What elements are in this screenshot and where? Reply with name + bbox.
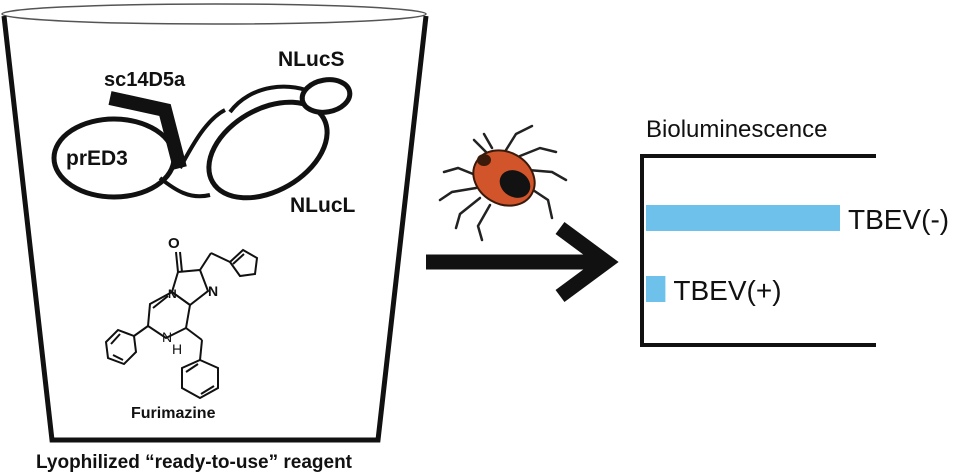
- pyrazine-ring: [146, 290, 192, 340]
- imidazole-ring: [170, 268, 210, 307]
- furimazine-label: Furimazine: [131, 405, 216, 422]
- bars-group: TBEV(-) TBEV(+): [646, 204, 949, 306]
- cup-body: [1, 15, 429, 443]
- signal-bar-label-1: TBEV(+): [673, 275, 781, 306]
- label-sc14d5a: sc14D5a: [104, 69, 186, 91]
- tick-capitulum: [477, 154, 491, 166]
- signal-bar-1: [646, 276, 666, 302]
- bioluminescence-panel: Bioluminescence TBEV(-) TBEV(+): [640, 116, 949, 347]
- phenyl-ring-left: [104, 328, 138, 366]
- signal-bar-0: [646, 205, 840, 231]
- sc14d5a-domain: [108, 91, 187, 170]
- atom-h-amine: H: [172, 341, 182, 357]
- atom-o-carbonyl: O: [168, 235, 180, 252]
- cup-caption: Lyophilized “ready-to-use” reagent: [36, 452, 353, 473]
- atom-n-bridge: N: [168, 287, 177, 301]
- tick-icon: [438, 124, 568, 242]
- atom-n-imidazole: N: [208, 283, 218, 299]
- label-nlucs: NLucS: [278, 48, 345, 71]
- reagent-cup: [1, 3, 429, 443]
- nlucs-domain: [299, 77, 353, 115]
- tick-scutum: [499, 170, 531, 198]
- furimazine-structure: [104, 248, 259, 400]
- arrow-icon: [426, 221, 619, 303]
- linker-2: [158, 176, 211, 199]
- nlucl-domain: [206, 99, 330, 201]
- furan-ring: [228, 248, 259, 278]
- atom-n-amine: N: [162, 329, 172, 345]
- phenyl-ring-bottom: [181, 358, 219, 400]
- split-luciferase-sensor: [51, 77, 353, 201]
- label-nlucl: NLucL: [290, 194, 356, 217]
- panel-frame: [640, 154, 876, 347]
- cup-rim: [1, 3, 427, 25]
- panel-title: Bioluminescence: [646, 116, 827, 143]
- signal-bar-label-0: TBEV(-): [848, 204, 949, 235]
- linker-1: [178, 108, 226, 169]
- label-pred3: prED3: [66, 147, 128, 170]
